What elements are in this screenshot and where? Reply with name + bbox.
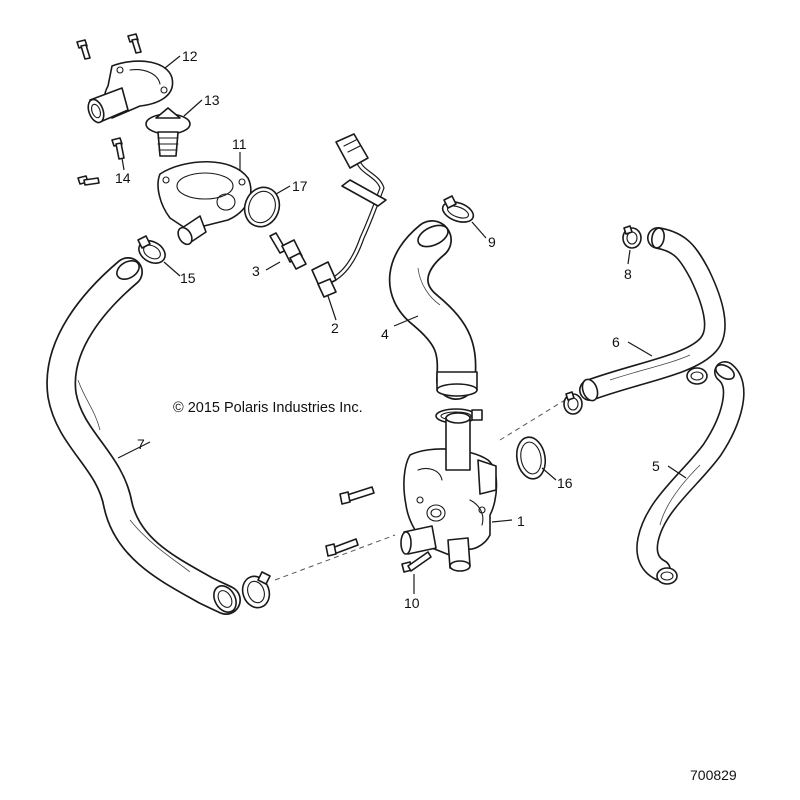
thermostat-cover-12 bbox=[87, 60, 174, 124]
gasket-16 bbox=[515, 436, 547, 480]
water-pump-1 bbox=[400, 412, 498, 572]
bolt-cover-right bbox=[127, 33, 142, 54]
hose-clamp-8 bbox=[622, 225, 642, 249]
hose-clamp-9 bbox=[441, 195, 475, 223]
callout-5: 5 bbox=[652, 458, 660, 474]
hose-5 bbox=[636, 361, 745, 581]
callout-12: 12 bbox=[182, 48, 198, 64]
bolt-14 bbox=[111, 137, 125, 160]
hose-clamp-lower-left bbox=[241, 571, 271, 609]
temperature-sensor-3 bbox=[269, 232, 307, 270]
hose-clamp-hose5-top bbox=[686, 367, 708, 385]
bolt-cover-left bbox=[76, 39, 91, 60]
copyright-notice: © 2015 Polaris Industries Inc. bbox=[173, 400, 363, 416]
callout-10: 10 bbox=[404, 595, 420, 611]
thermostat-13 bbox=[145, 107, 191, 157]
callout-2: 2 bbox=[331, 320, 339, 336]
hose-clamp-hose5-bottom bbox=[656, 567, 678, 585]
document-number: 700829 bbox=[690, 767, 737, 783]
o-ring-17 bbox=[243, 186, 281, 228]
callout-11: 11 bbox=[232, 136, 247, 152]
callout-9: 9 bbox=[488, 234, 496, 250]
hose-7 bbox=[46, 257, 241, 615]
callout-13: 13 bbox=[204, 92, 220, 108]
callout-7: 7 bbox=[137, 436, 145, 452]
callout-4: 4 bbox=[381, 326, 389, 342]
leader-lines bbox=[117, 55, 687, 594]
hose-6 bbox=[579, 227, 726, 402]
callout-8: 8 bbox=[624, 266, 632, 282]
callout-6: 6 bbox=[612, 334, 620, 350]
callout-16: 16 bbox=[557, 475, 573, 491]
callout-3: 3 bbox=[252, 263, 260, 279]
bolt-10-upper bbox=[339, 486, 375, 505]
alignment-lines bbox=[274, 399, 566, 581]
callout-17: 17 bbox=[292, 178, 308, 194]
callouts: 12 13 11 14 17 15 3 2 4 9 8 6 7 5 1 16 1… bbox=[115, 48, 660, 611]
hose-clamp-hose6-end bbox=[563, 391, 583, 415]
bolt-10-lower bbox=[401, 551, 432, 573]
wire-harness-2 bbox=[311, 133, 387, 298]
bolt-10-middle bbox=[325, 538, 359, 557]
hose-4 bbox=[388, 220, 478, 400]
callout-15: 15 bbox=[180, 270, 196, 286]
bolt-housing bbox=[77, 175, 100, 186]
thermostat-housing-11 bbox=[157, 160, 252, 246]
callout-14: 14 bbox=[115, 170, 131, 186]
hose-clamp-15 bbox=[137, 235, 166, 264]
callout-1: 1 bbox=[517, 513, 525, 529]
